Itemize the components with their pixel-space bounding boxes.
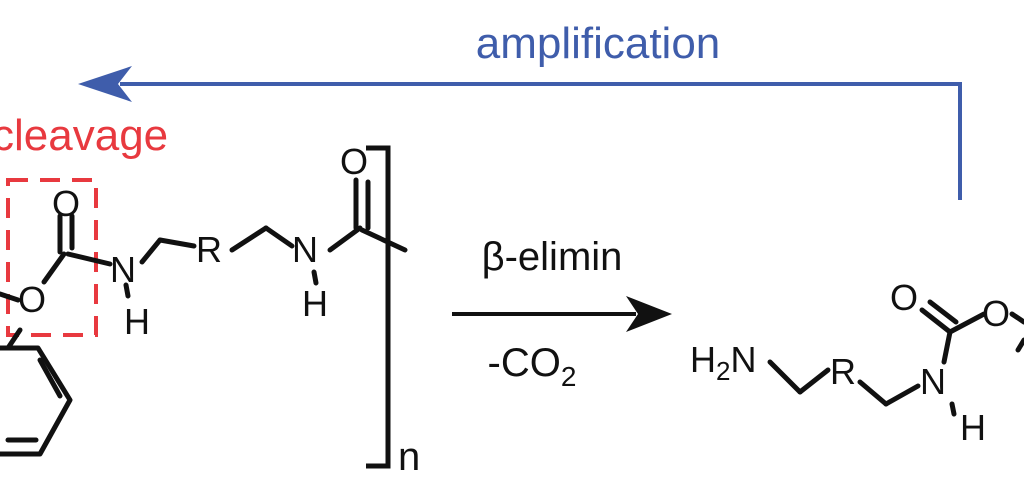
arrow-label-beta-elimination: β-elimin <box>482 235 623 279</box>
repeat-subscript-n: n <box>398 435 420 479</box>
amplification-arrow <box>78 66 962 200</box>
prod-n-c-bond <box>941 329 953 365</box>
left-c-o-bond <box>41 251 67 285</box>
atom-left-carbonyl-o: O <box>52 183 80 224</box>
left-c-n-bond <box>65 251 113 267</box>
left-n-ch2-bond <box>139 237 163 265</box>
atom-left-ester-o: O <box>18 279 46 320</box>
atom-left-n: N <box>110 249 136 290</box>
phenyl-link <box>5 327 23 351</box>
phenyl-inner-1 <box>37 357 63 399</box>
prod-atom-h2n: H2N <box>690 339 756 386</box>
left-nh-bond <box>123 282 131 299</box>
prod-r-ch2-bond <box>857 379 889 407</box>
right-c-bracket-bond <box>359 227 408 253</box>
cleavage-site-box <box>6 178 98 337</box>
amplification-label: amplification <box>476 19 721 68</box>
prod-atom-n: N <box>920 361 946 402</box>
prod-tail-bond <box>1015 337 1024 353</box>
prod-co-bond-1 <box>919 307 953 335</box>
arrow-label-co2: -CO2 <box>488 341 577 392</box>
atom-left-h: H <box>124 301 150 342</box>
prod-o-ch2-bond <box>1009 311 1024 325</box>
right-r-ch2-bond <box>229 225 269 253</box>
prod-n-ch2-bond <box>767 359 803 395</box>
prod-ch2-n-bond <box>883 383 921 407</box>
prod-atom-r: R <box>830 351 856 392</box>
atom-right-h: H <box>302 283 328 324</box>
prod-nh-bond <box>949 401 957 417</box>
reaction-arrowhead <box>626 296 672 332</box>
left-ch2-r-bond <box>157 237 197 249</box>
right-nh-bond <box>311 269 319 286</box>
product-molecule <box>767 299 1024 417</box>
phenyl-ring <box>0 327 73 457</box>
atom-right-carbonyl-o: O <box>340 141 368 182</box>
amplification-arrowhead <box>78 66 132 102</box>
prod-ch2-r-bond <box>797 367 831 395</box>
prod-atom-ester-o: O <box>982 293 1010 334</box>
polymer-repeat-unit <box>0 177 408 303</box>
prod-co-bond-2 <box>927 299 959 325</box>
right-ch2-n-bond <box>263 225 295 249</box>
atom-right-n: N <box>292 229 318 270</box>
reaction-arrow <box>452 296 672 332</box>
prod-c-o-bond <box>947 311 987 335</box>
cleavage-label: cleavage <box>0 111 168 160</box>
prod-atom-h: H <box>960 407 986 448</box>
atom-left-r: R <box>196 229 222 270</box>
left-o-ch2-bond <box>0 291 21 303</box>
right-n-c-bond <box>327 225 363 253</box>
phenyl-outer <box>0 345 73 457</box>
repeat-bracket <box>366 145 391 469</box>
prod-atom-carbonyl-o: O <box>890 277 918 318</box>
